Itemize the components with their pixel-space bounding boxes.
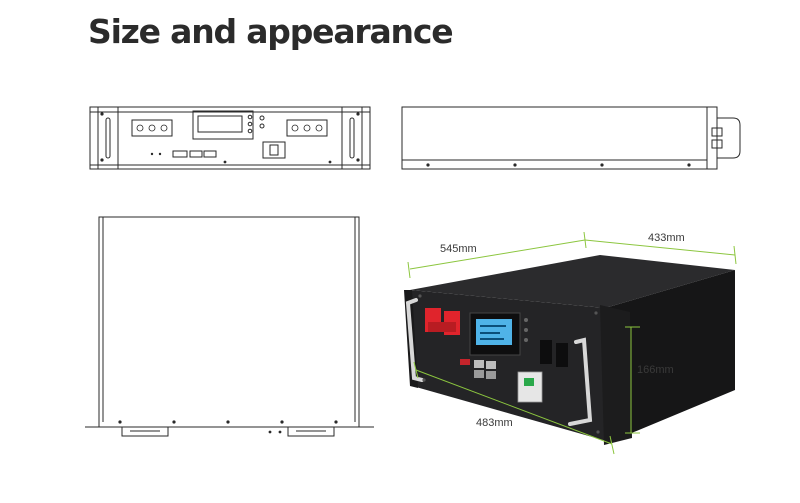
page-title: Size and appearance <box>88 12 454 51</box>
display-outline <box>192 110 254 140</box>
right-rack-ear <box>341 106 363 170</box>
front-panel-outline <box>89 106 371 170</box>
battery-3d-render <box>404 255 735 445</box>
display-screen-outline <box>197 115 243 133</box>
side-width-dimension-label: 433mm <box>648 232 685 244</box>
port-2-outline <box>203 150 217 158</box>
top-panel-outline <box>98 216 360 428</box>
depth-dimension-label: 545mm <box>440 243 477 255</box>
black-terminal-1 <box>540 340 552 364</box>
rj45-port-2 <box>486 361 496 369</box>
side-front-edge <box>706 106 718 170</box>
chassis-side <box>605 270 735 442</box>
side-handle <box>717 117 741 159</box>
dip-switch-outline <box>172 150 188 158</box>
right-rack-ear-3d <box>600 305 632 445</box>
top-left-terminal <box>121 426 169 437</box>
chassis-top <box>410 255 735 308</box>
black-terminal-2 <box>556 343 568 367</box>
front-view-screws <box>100 112 360 164</box>
breaker <box>517 371 543 403</box>
top-right-terminal <box>287 426 335 437</box>
dimension-lines <box>407 231 737 455</box>
side-view-screws <box>426 163 691 167</box>
dip-switch <box>460 359 470 365</box>
right-handle-3d <box>568 337 593 426</box>
right-handle <box>349 117 355 159</box>
left-rack-ear <box>97 106 119 170</box>
port-1-outline <box>189 150 203 158</box>
left-handle-3d <box>405 298 424 382</box>
top-view-screws <box>118 420 338 434</box>
height-dimension-label: 166mm <box>637 364 674 376</box>
rj45-port-1 <box>474 360 484 368</box>
left-handle <box>105 117 111 159</box>
front-width-dimension-label: 483mm <box>476 417 513 429</box>
top-view-drawing <box>85 216 374 437</box>
breaker-outline <box>262 141 286 159</box>
side-view-drawing <box>401 106 741 170</box>
right-terminal-block <box>286 119 328 137</box>
left-terminal-block <box>131 119 173 137</box>
front-view-drawing <box>89 106 371 170</box>
